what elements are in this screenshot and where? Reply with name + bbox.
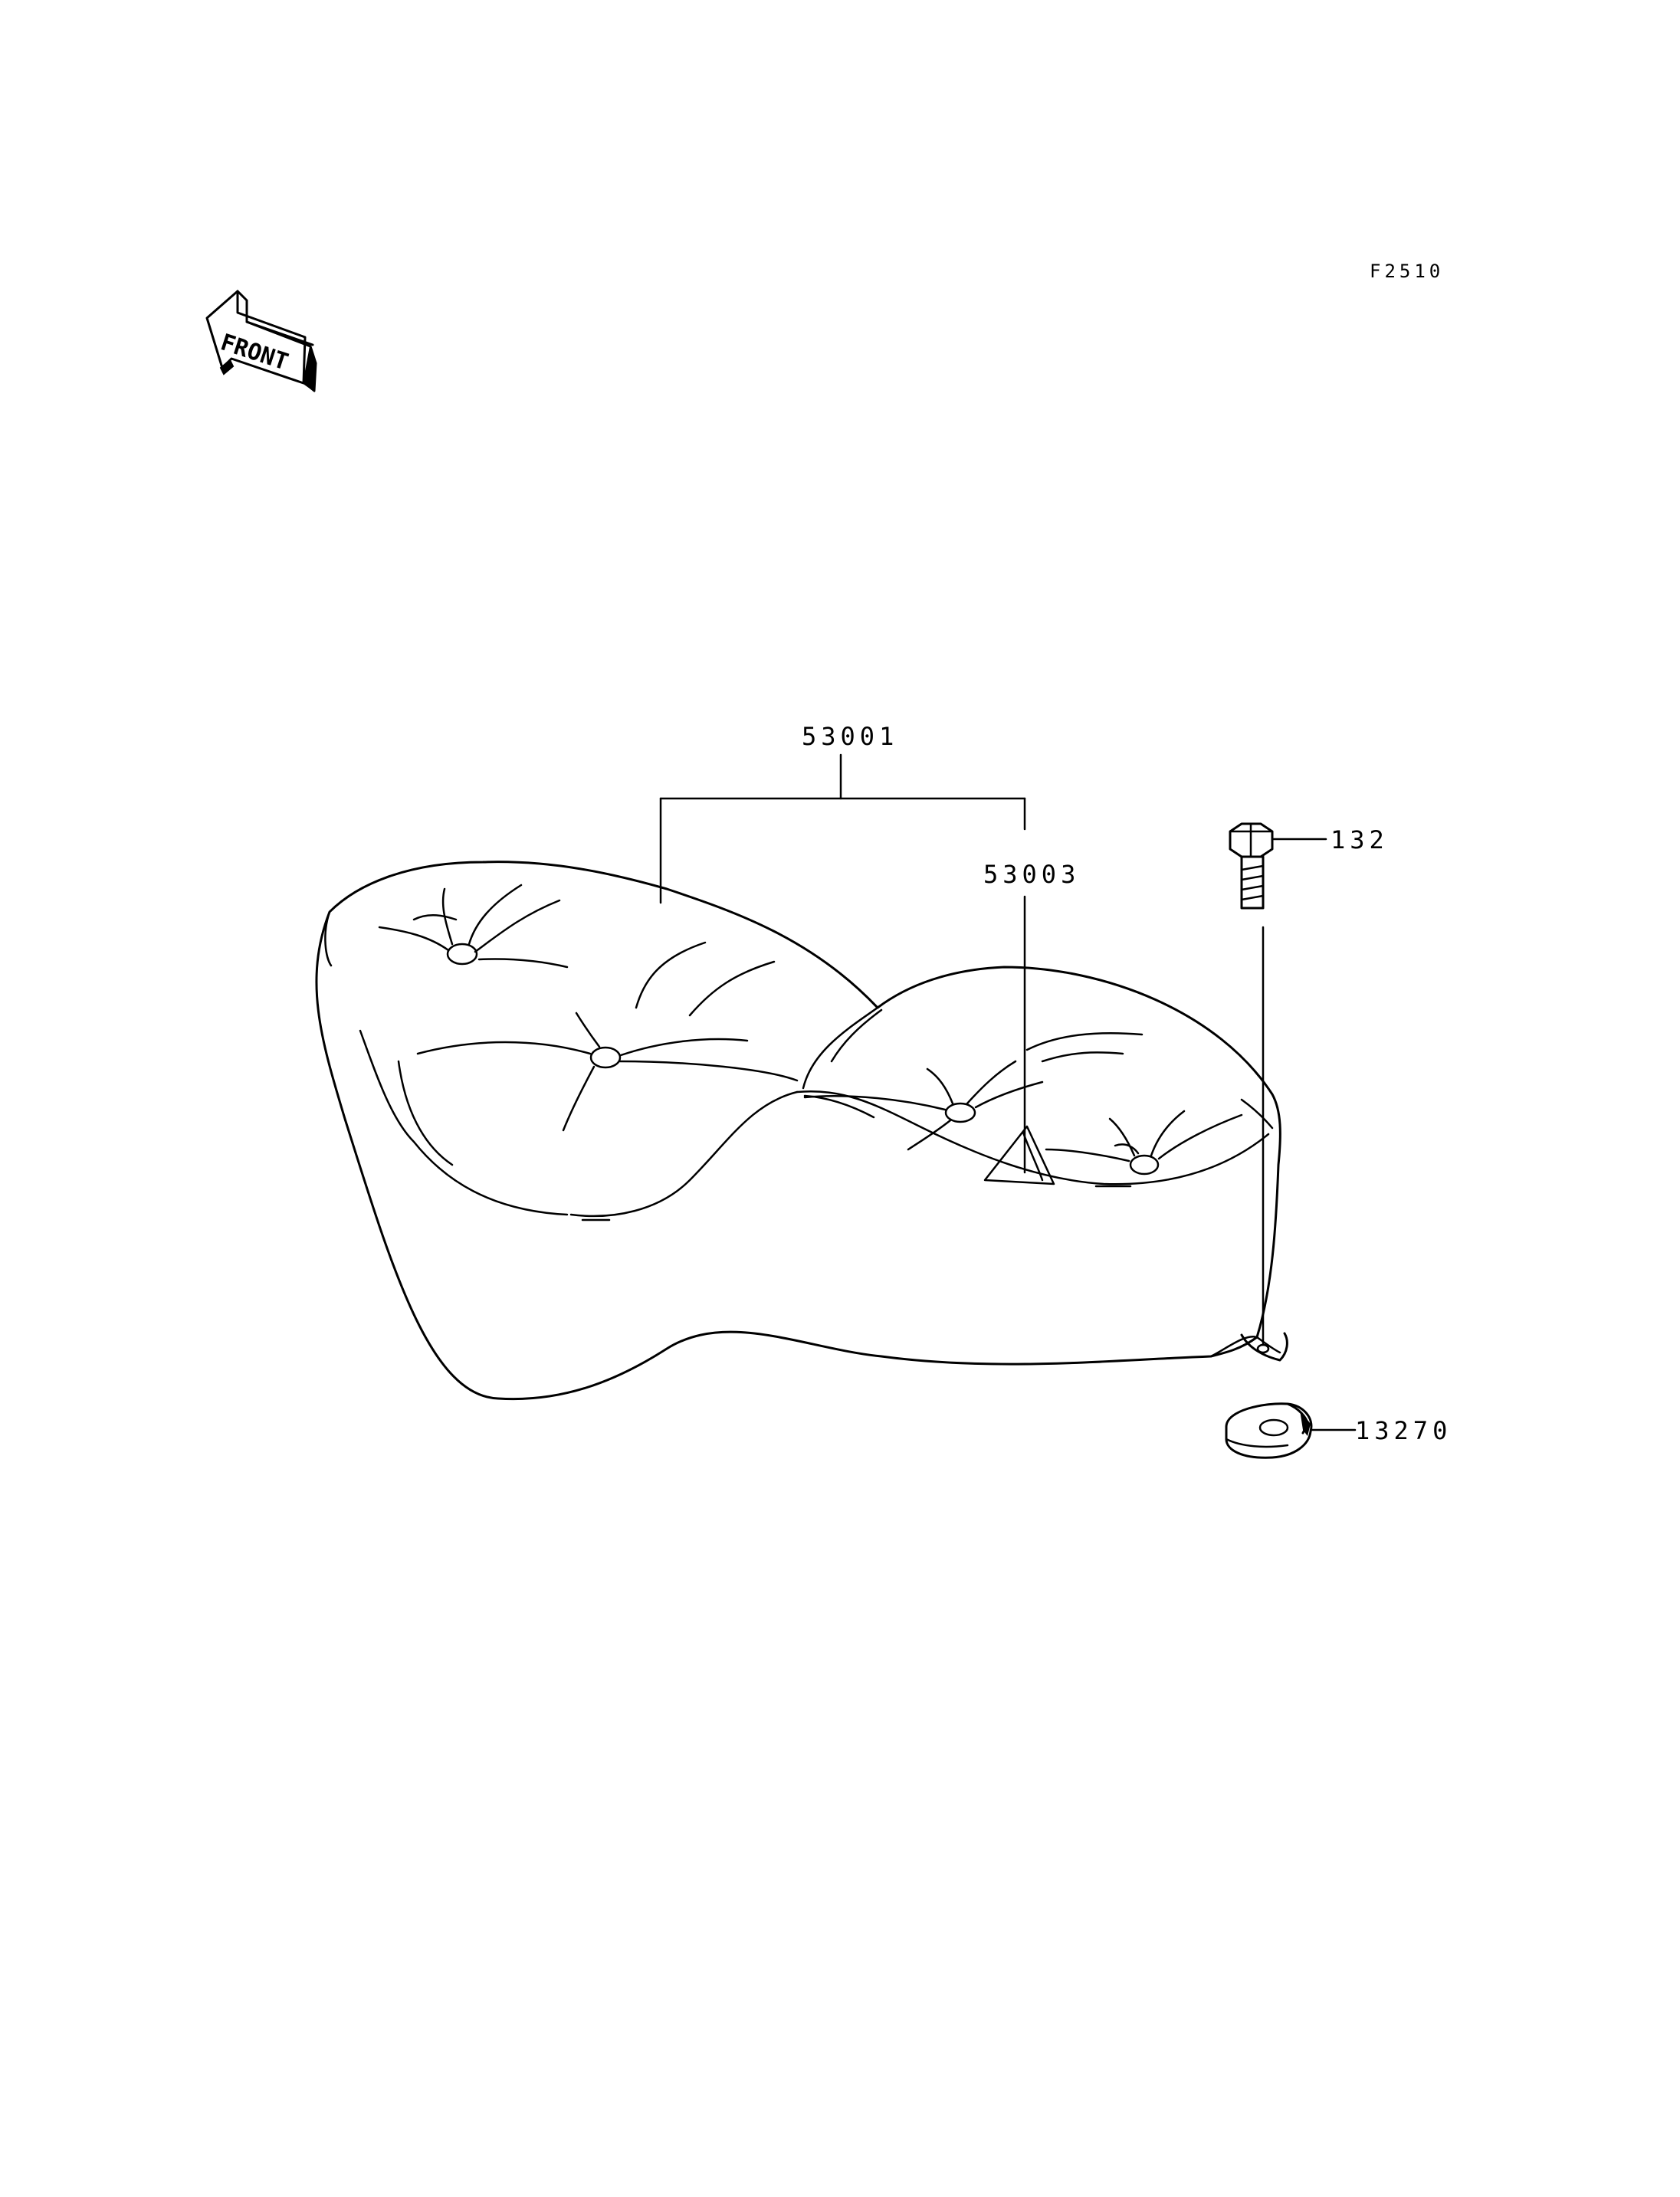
tuft-front-1 bbox=[803, 1060, 1044, 1151]
part-number-13270[interactable]: 13270 bbox=[1355, 1416, 1452, 1445]
callout-132[interactable]: 132 bbox=[1229, 822, 1389, 1346]
seat-outline bbox=[315, 861, 1281, 1401]
warning-label-tag bbox=[983, 1125, 1055, 1185]
figure-code: F2510 bbox=[1370, 261, 1444, 282]
tuft-rear-1 bbox=[378, 884, 569, 969]
part-number-53001[interactable]: 53001 bbox=[802, 722, 898, 751]
part-number-53003[interactable]: 53003 bbox=[983, 860, 1080, 889]
bolt-icon bbox=[1229, 822, 1274, 910]
tuft-front-2 bbox=[1045, 1110, 1243, 1176]
seat-illustration bbox=[315, 861, 1288, 1401]
tuft-rear-2 bbox=[416, 1012, 799, 1132]
callout-53001[interactable]: 53001 bbox=[659, 722, 1026, 904]
callout-53003[interactable]: 53003 bbox=[983, 860, 1080, 1174]
part-number-132[interactable]: 132 bbox=[1331, 825, 1389, 854]
collar-icon bbox=[1225, 1402, 1313, 1459]
front-direction-arrow-icon: FRONT bbox=[205, 290, 317, 392]
callout-13270[interactable]: 13270 bbox=[1225, 1402, 1452, 1459]
